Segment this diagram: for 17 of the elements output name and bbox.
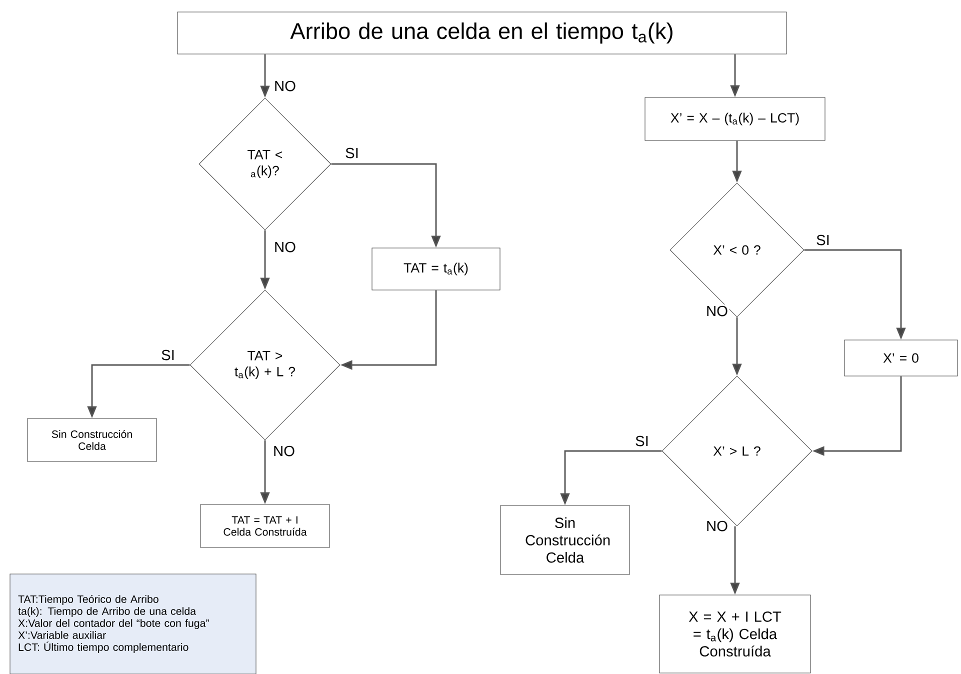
edge-label: SI [634, 434, 650, 448]
edge-label: SI [344, 146, 360, 160]
process-box: X = X + I LCT = t$_{a}$(k) Celda Construída [659, 594, 811, 674]
edge-label: SI [160, 348, 176, 362]
edge-label: NO [704, 304, 730, 318]
edge-label: NO [272, 79, 298, 93]
process-box: Sin Construcción Celda [500, 505, 630, 575]
process-box: X’ = X – (t$_{a}$(k) – LCT) [644, 97, 826, 141]
process-box: TAT = t$_{a}$(k) [372, 248, 500, 290]
edge-label: SI [814, 233, 832, 247]
edge-label: NO [272, 444, 296, 458]
process-box: TAT = TAT + I Celda Construída [200, 504, 330, 548]
process-box: Sin Construcción Celda [27, 418, 157, 462]
edge-label: NO [272, 240, 298, 254]
start-box: Arribo de una celda en el tiempo t$_{a}$(k) [177, 12, 787, 54]
note-box: TAT:Tiempo Teórico de Arribo ta(k): Tiempo de Arribo de una celda X:Valor del contador del “bote con fuga” X’:Variable auxiliar LCT: Último tiempo complementario [10, 574, 256, 674]
process-box: X’ = 0 [844, 340, 958, 376]
